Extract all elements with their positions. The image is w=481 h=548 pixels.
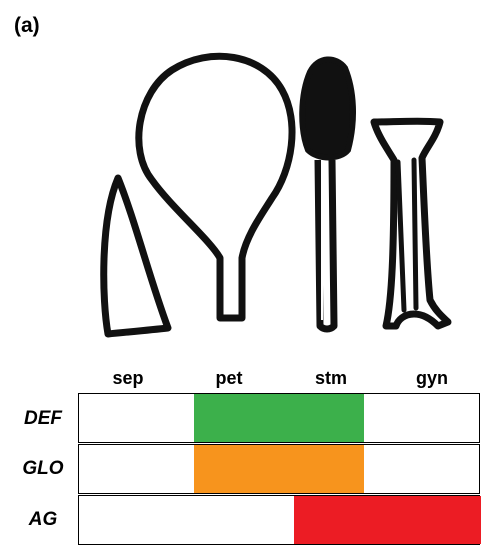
col-label-stm: stm bbox=[286, 368, 376, 389]
gynoecium-drawing-icon bbox=[374, 121, 448, 326]
expression-bar-def bbox=[194, 394, 364, 442]
row-label-def: DEF bbox=[10, 408, 76, 430]
col-label-gyn: gyn bbox=[387, 368, 477, 389]
gene-row-glo bbox=[78, 444, 480, 494]
col-label-pet: pet bbox=[184, 368, 274, 389]
expression-bar-glo bbox=[194, 445, 364, 493]
gene-row-def bbox=[78, 393, 480, 443]
organ-drawings bbox=[0, 0, 481, 350]
col-label-sep: sep bbox=[83, 368, 173, 389]
expression-grid bbox=[78, 393, 480, 545]
petal-drawing-icon bbox=[139, 56, 292, 318]
expression-bar-ag bbox=[294, 496, 481, 544]
gene-row-ag bbox=[78, 495, 480, 545]
stamen-drawing-icon bbox=[302, 59, 353, 329]
sepal-drawing-icon bbox=[104, 178, 168, 334]
row-label-glo: GLO bbox=[10, 458, 76, 480]
row-label-ag: AG bbox=[10, 509, 76, 531]
